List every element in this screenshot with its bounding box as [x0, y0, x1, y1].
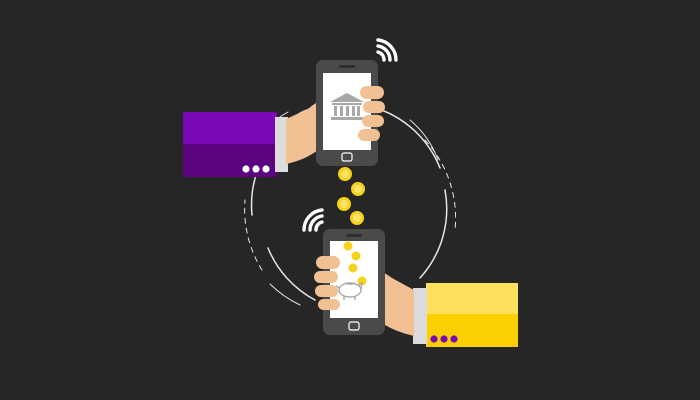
yellow-sleeve — [413, 283, 518, 347]
coin — [350, 211, 364, 225]
home-button — [348, 321, 360, 331]
sleeve-button — [262, 165, 270, 173]
bottom-fingers — [314, 256, 340, 310]
wifi-signal-icon — [376, 38, 398, 62]
top-fingers — [358, 86, 385, 141]
coin — [337, 197, 351, 211]
sleeve-button — [242, 165, 250, 173]
piggy-bank-icon — [335, 281, 363, 300]
sleeve-button — [430, 335, 438, 343]
coin-stream — [337, 167, 365, 225]
coin — [351, 182, 365, 196]
wifi-signal-icon — [302, 208, 324, 232]
top-phone — [316, 60, 378, 166]
sleeve-button — [252, 165, 260, 173]
home-button — [341, 152, 353, 162]
purple-sleeve — [183, 112, 288, 177]
sleeve-button — [440, 335, 448, 343]
coin — [338, 167, 352, 181]
bank-icon — [330, 93, 364, 120]
bottom-phone — [323, 229, 385, 335]
screen-coins — [343, 241, 367, 286]
sleeve-button — [450, 335, 458, 343]
